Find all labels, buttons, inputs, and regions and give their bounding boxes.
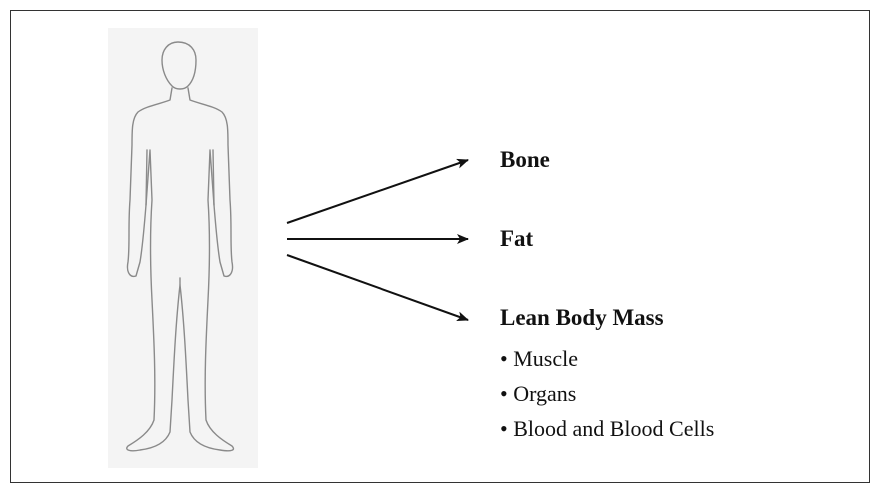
human-body-outline: [127, 42, 234, 451]
organs-item: • Organs: [500, 381, 576, 407]
bone-label: Bone: [500, 147, 550, 173]
muscle-item: • Muscle: [500, 346, 578, 372]
arrow-to-lean-body-mass: [287, 255, 468, 320]
fat-label: Fat: [500, 226, 533, 252]
lean-body-mass-label: Lean Body Mass: [500, 305, 664, 331]
blood-item: • Blood and Blood Cells: [500, 416, 714, 442]
arrow-to-bone: [287, 160, 468, 223]
